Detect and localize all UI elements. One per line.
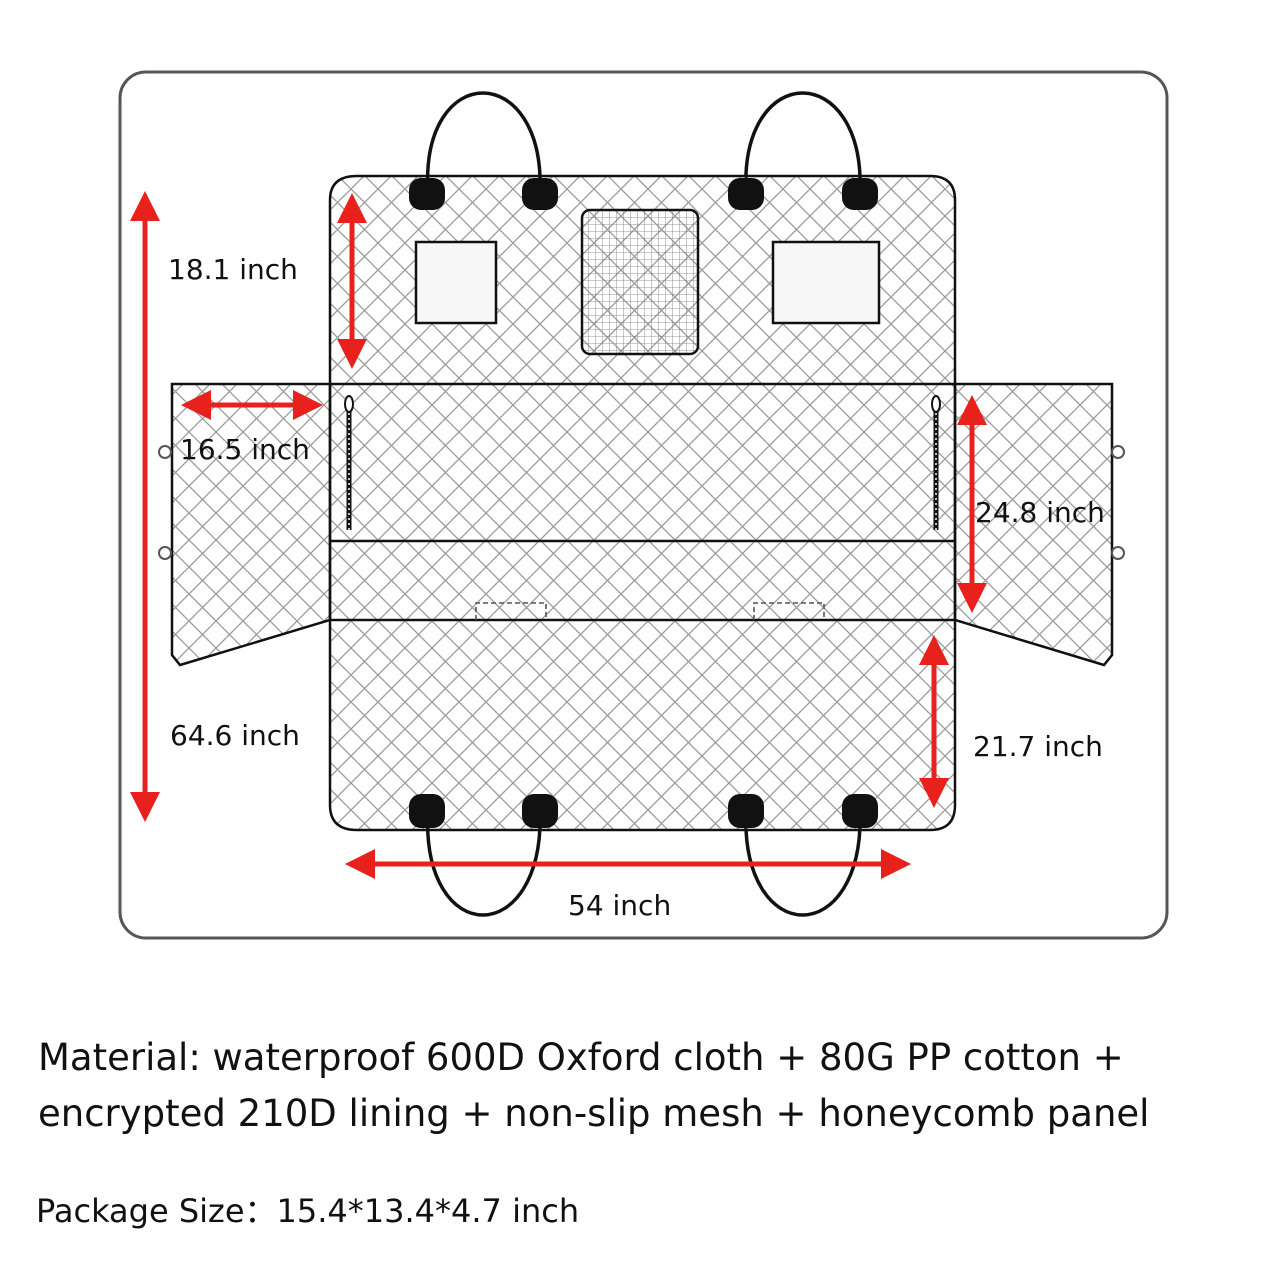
right-flap-clip-bottom <box>1111 546 1125 560</box>
label-front-flap-height: 21.7 inch <box>973 730 1103 763</box>
label-width: 54 inch <box>568 889 671 922</box>
top-buckle-3 <box>728 178 764 210</box>
seatbelt-slot-right <box>753 602 825 620</box>
back-pocket-left <box>414 240 498 325</box>
back-mesh-window <box>580 208 700 356</box>
top-handle-left <box>426 91 542 193</box>
bottom-buckle-1 <box>409 794 445 828</box>
top-buckle-4 <box>842 178 878 210</box>
seatbelt-slot-left <box>475 602 547 620</box>
top-buckle-2 <box>522 178 558 210</box>
left-flap-clip-bottom <box>158 546 172 560</box>
bottom-buckle-2 <box>522 794 558 828</box>
label-back-height: 18.1 inch <box>168 253 298 286</box>
top-handle-right <box>744 91 862 193</box>
back-pocket-right <box>771 240 881 325</box>
label-total-length: 64.6 inch <box>170 719 300 752</box>
bottom-buckle-4 <box>842 794 878 828</box>
top-buckle-1 <box>409 178 445 210</box>
zipper-left <box>344 395 354 530</box>
label-side-flap-height: 24.8 inch <box>975 496 1105 529</box>
bottom-buckle-3 <box>728 794 764 828</box>
left-flap-clip-top <box>158 445 172 459</box>
left-side-flap <box>170 382 332 667</box>
material-description: Material: waterproof 600D Oxford cloth +… <box>38 1036 1150 1135</box>
right-flap-clip-top <box>1111 445 1125 459</box>
package-size: Package Size：15.4*13.4*4.7 inch <box>36 1192 580 1230</box>
zipper-right <box>931 395 941 530</box>
main-cover-body <box>328 174 957 832</box>
seat-cover-diagram: 18.1 inch 16.5 inch 24.8 inch 64.6 inch … <box>118 70 1169 940</box>
label-side-flap-width: 16.5 inch <box>180 433 310 466</box>
